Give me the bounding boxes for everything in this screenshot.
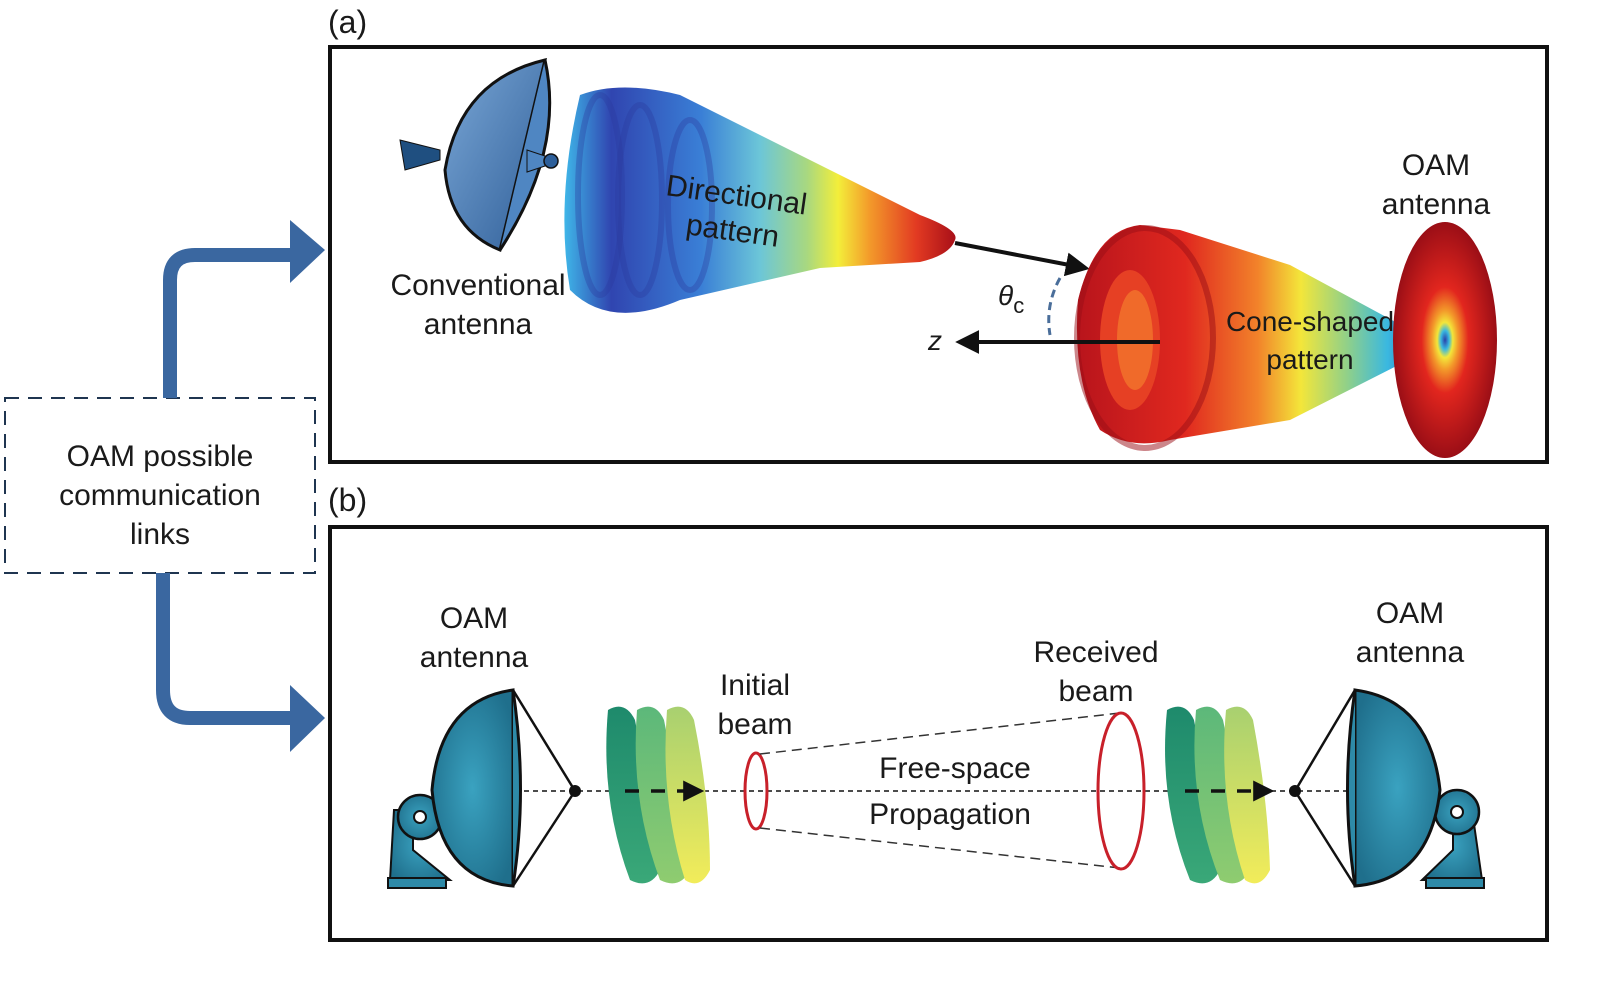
links-box-line2: communication (59, 479, 261, 512)
angle-subscript: c (1013, 293, 1024, 318)
oam-antenna-a-label-2: antenna (1382, 188, 1491, 221)
propagation-upper-edge (759, 712, 1121, 755)
links-box: OAM possible communication links (4, 397, 316, 574)
initial-beam-label-1: Initial (720, 669, 790, 702)
beam-direction-arrow (954, 241, 1090, 277)
angle-arc (1047, 277, 1062, 336)
rx-antenna-label-2: antenna (1356, 636, 1465, 669)
cone-pattern-label-2: pattern (1266, 344, 1353, 375)
rx-oam-antenna-icon (1289, 688, 1485, 889)
received-beam-label-1: Received (1033, 636, 1158, 669)
conventional-antenna-label-1: Conventional (390, 269, 565, 302)
oam-antenna-a-label-1: OAM (1402, 149, 1470, 182)
initial-beam-ring (743, 751, 769, 831)
rx-antenna-label-1: OAM (1376, 597, 1444, 630)
directional-pattern (564, 87, 956, 313)
received-beam-ring (1096, 711, 1146, 871)
tx-wavefronts (606, 706, 710, 884)
links-box-line3: links (130, 518, 190, 551)
arrowhead-icon (290, 685, 325, 752)
tx-antenna-label-1: OAM (440, 602, 508, 635)
propagation-label-1: Free-space (879, 752, 1031, 785)
connector-arrow-down (156, 573, 325, 752)
connector-arrow-up (163, 220, 325, 398)
rx-wavefronts (1165, 706, 1275, 884)
oam-antenna-disc-icon (1393, 222, 1497, 458)
panel-b-letter: (b) (328, 482, 367, 518)
conventional-antenna-icon (399, 57, 559, 253)
z-axis-label: z (927, 325, 942, 356)
propagation-lower-edge (759, 827, 1121, 869)
panel-a-letter: (a) (328, 4, 367, 40)
arrowhead-icon (290, 220, 325, 283)
links-box-line1: OAM possible (67, 440, 254, 473)
initial-beam-label-2: beam (717, 708, 792, 741)
propagation-label-2: Propagation (869, 798, 1031, 831)
cone-pattern-label-1: Cone-shaped (1226, 306, 1394, 337)
angle-theta: θc (998, 280, 1024, 318)
tx-antenna-label-2: antenna (420, 641, 529, 674)
conventional-antenna-label-2: antenna (424, 308, 533, 341)
received-beam-label-2: beam (1058, 675, 1133, 708)
tx-oam-antenna-icon (387, 688, 581, 889)
links-box-border (4, 397, 316, 574)
